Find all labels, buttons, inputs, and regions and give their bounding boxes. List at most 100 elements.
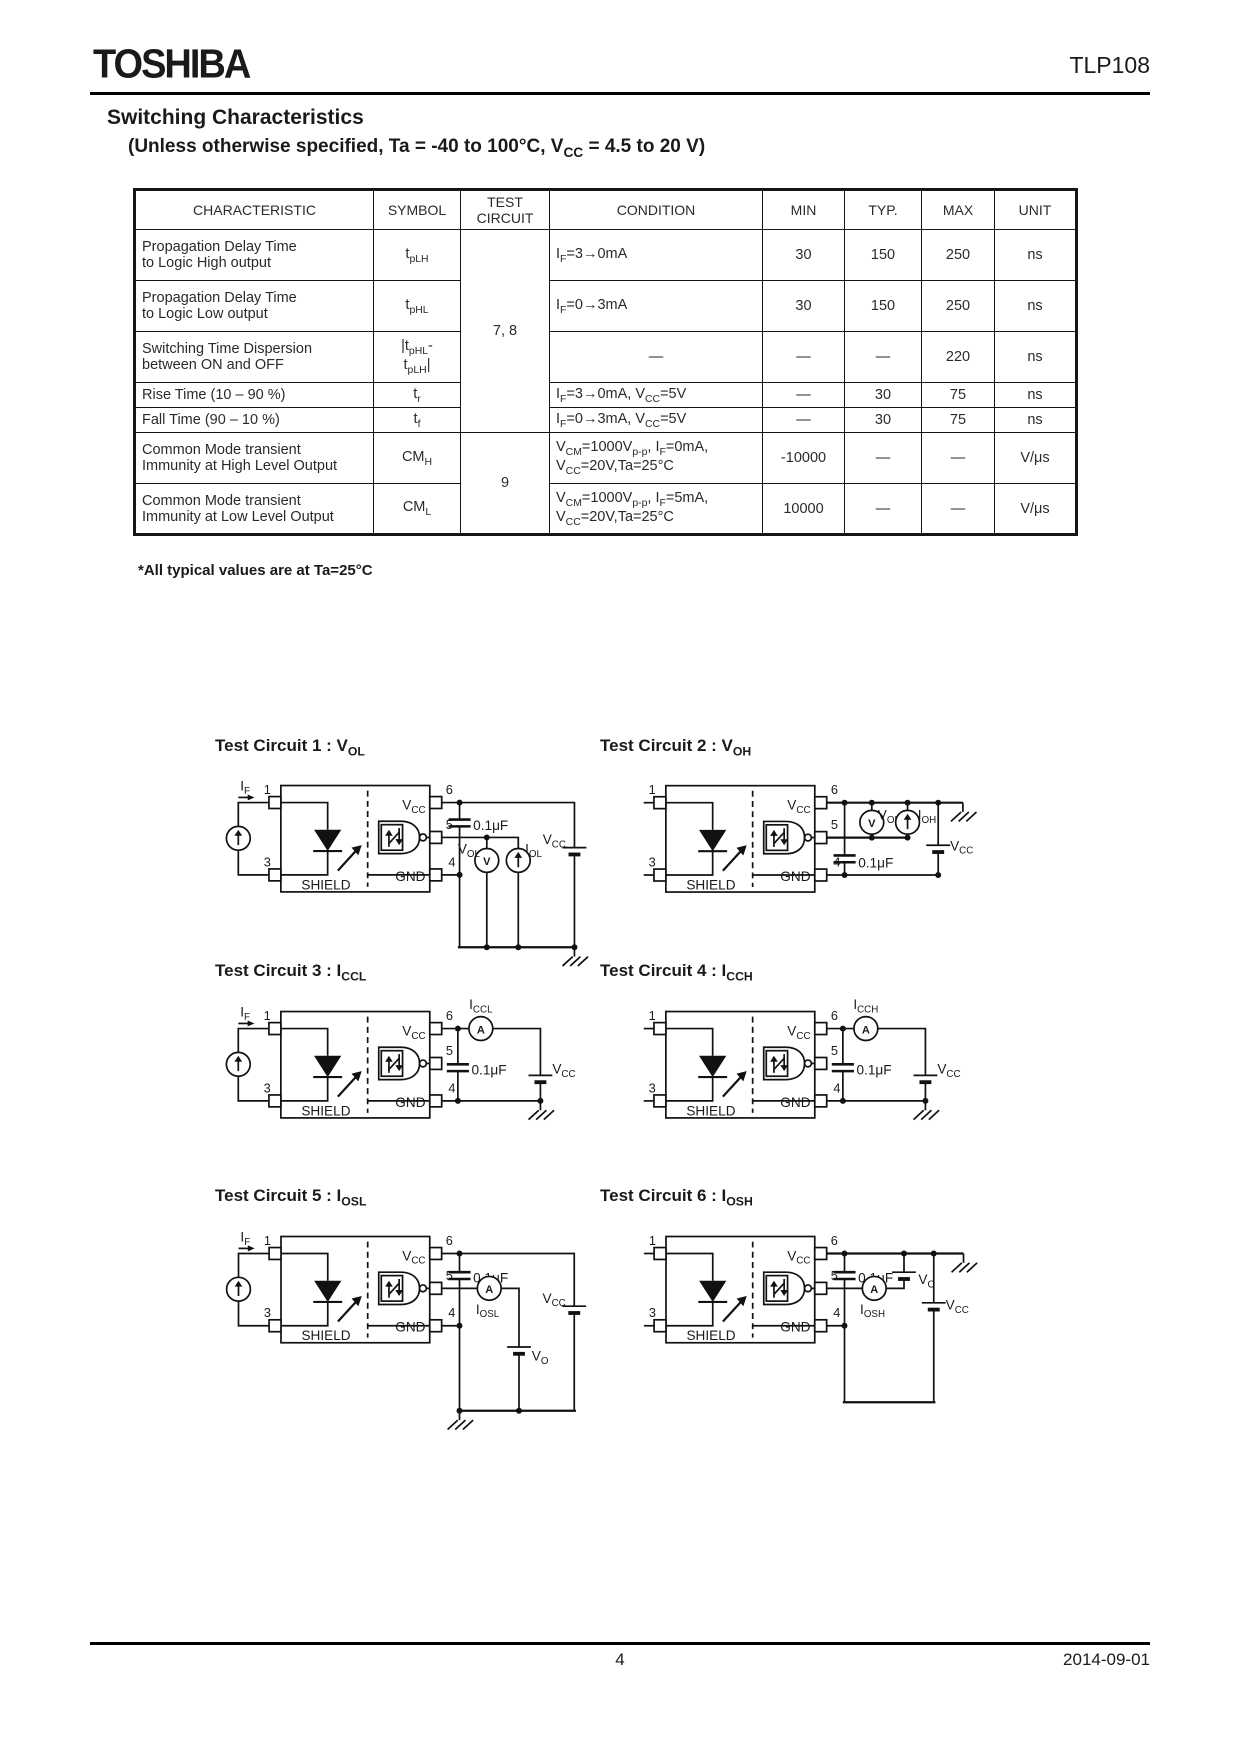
svg-text:VOL​: VOL​ — [458, 842, 481, 860]
table-cell: 220 — [921, 331, 995, 383]
table-cell: 30 — [762, 229, 845, 281]
table-cell: VCM=1000Vp-p, IF=0mA, VCC=20V,Ta=25°C — [549, 432, 763, 484]
table-cell: Propagation Delay Time to Logic High out… — [134, 229, 374, 281]
table-cell: — — [844, 432, 922, 484]
table-cell: ns — [994, 331, 1077, 383]
part-number: TLP108 — [1069, 52, 1150, 78]
table-cell: — — [921, 432, 995, 484]
svg-text:VCC​: VCC​ — [552, 1062, 575, 1080]
svg-text:IOSL​: IOSL​ — [476, 1302, 500, 1320]
table-cell: 75 — [921, 382, 995, 408]
circuit-2-diagram: VOH​ IOH​ 0.1μF VCC​ — [642, 781, 978, 894]
svg-text:0.1μF: 0.1μF — [471, 1063, 506, 1078]
table-cell: — — [762, 331, 845, 383]
table-cell: tpHL — [373, 280, 461, 332]
svg-text:IOSH​: IOSH​ — [860, 1302, 885, 1320]
table-cell: 250 — [921, 229, 995, 281]
table-cell: — — [844, 331, 922, 383]
section-heading: Switching Characteristics — [107, 106, 364, 129]
svg-text:VCC​: VCC​ — [937, 1062, 960, 1080]
svg-text:ICCL​: ICCL​ — [469, 997, 493, 1015]
circuit-6-diagram: 0.1μF IOSH​ VO​ VCC​ — [643, 1231, 978, 1404]
table-cell: ns — [994, 382, 1077, 408]
svg-text:0.1μF: 0.1μF — [856, 1063, 891, 1078]
section-conditions: (Unless otherwise specified, Ta = -40 to… — [128, 136, 706, 160]
svg-text:0.1μF: 0.1μF — [473, 818, 508, 833]
table-cell: VCM=1000Vp-p, IF=5mA, VCC=20V,Ta=25°C — [549, 483, 763, 535]
table-cell: Propagation Delay Time to Logic Low outp… — [134, 280, 374, 332]
table-cell: ns — [994, 229, 1077, 281]
svg-text:VCC​: VCC​ — [543, 832, 566, 850]
svg-text:0.1μF: 0.1μF — [858, 855, 893, 870]
table-cell: Switching Time Dispersion between ON and… — [134, 331, 374, 383]
circuit-3-diagram: ICCL​ VCC​ 0.1μF — [200, 997, 576, 1121]
circuit-4-diagram: ICCH​ VCC​ 0.1μF — [642, 997, 961, 1121]
table-cell: IF=3→0mA — [549, 229, 763, 281]
table-cell-test-circuit-group: 7, 8 — [460, 229, 550, 433]
svg-text:VCC​: VCC​ — [950, 838, 973, 856]
table-cell: V/μs — [994, 483, 1077, 535]
table-row: Common Mode transient Immunity at Low Le… — [134, 483, 1077, 535]
table-cell: IF=3→0mA, VCC=5V — [549, 382, 763, 408]
table-cell: — — [549, 331, 763, 383]
circuit-2-title: Test Circuit 2 : VOH — [600, 736, 752, 759]
circuit-4-title: Test Circuit 4 : ICCH — [600, 961, 753, 984]
table-cell: ns — [994, 280, 1077, 332]
table-cell: 30 — [844, 407, 922, 433]
svg-text:VO​: VO​ — [532, 1349, 549, 1367]
table-cell: CMH — [373, 432, 461, 484]
col-characteristic: CHARACTERISTIC — [134, 189, 374, 230]
col-max: MAX — [921, 189, 995, 230]
header-rule — [90, 92, 1150, 95]
col-unit: UNIT — [994, 189, 1077, 230]
table-cell: Fall Time (90 – 10 %) — [134, 407, 374, 433]
table-cell: CML — [373, 483, 461, 535]
footer-rule — [90, 1642, 1150, 1645]
table-cell: tpLH — [373, 229, 461, 281]
table-cell: Rise Time (10 – 90 %) — [134, 382, 374, 408]
circuit-3-title: Test Circuit 3 : ICCL — [215, 961, 367, 984]
table-cell: — — [762, 382, 845, 408]
svg-text:ICCH​: ICCH​ — [853, 997, 878, 1015]
circuit-5-title: Test Circuit 5 : IOSL — [215, 1186, 367, 1209]
table-cell: IF=0→3mA, VCC=5V — [549, 407, 763, 433]
table-cell: Common Mode transient Immunity at High L… — [134, 432, 374, 484]
col-typ: TYP. — [844, 189, 922, 230]
col-condition: CONDITION — [549, 189, 763, 230]
table-header-row: CHARACTERISTIC SYMBOL TEST CIRCUIT CONDI… — [134, 189, 1077, 230]
table-cell: -10000 — [762, 432, 845, 484]
switching-characteristics-table: CHARACTERISTIC SYMBOL TEST CIRCUIT CONDI… — [133, 188, 1078, 536]
circuit-1-diagram: VCC​ 0.1μF VOL​ IOL​ — [200, 760, 589, 967]
table-row: Common Mode transient Immunity at High L… — [134, 432, 1077, 535]
footer-date: 2014-09-01 — [1063, 1650, 1150, 1669]
table-cell: |tpHL- tpLH| — [373, 331, 461, 383]
table-cell-test-circuit-group: 9 — [460, 432, 550, 535]
circuit-5-diagram: VCC​ 0.1μF IOSL​ VO​ — [200, 1211, 589, 1431]
table-cell: 30 — [762, 280, 845, 332]
table-cell: 30 — [844, 382, 922, 408]
table-row: Rise Time (10 – 90 %) tr IF=3→0mA, VCC=5… — [134, 382, 1077, 408]
circuit-1-title: Test Circuit 1 : VOL — [215, 736, 365, 759]
table-cell: tr — [373, 382, 461, 408]
table-cell: ns — [994, 407, 1077, 433]
typical-values-footnote: *All typical values are at Ta=25°C — [138, 562, 373, 579]
footer-page-number: 4 — [615, 1650, 625, 1669]
svg-text:VCC​: VCC​ — [543, 1291, 566, 1309]
table-row: Propagation Delay Time to Logic Low outp… — [134, 280, 1077, 332]
svg-text:IOH​: IOH​ — [918, 808, 936, 826]
table-cell: 75 — [921, 407, 995, 433]
table-cell: — — [844, 483, 922, 535]
table-cell: tf — [373, 407, 461, 433]
col-min: MIN — [762, 189, 845, 230]
table-cell: 150 — [844, 280, 922, 332]
table-cell: Common Mode transient Immunity at Low Le… — [134, 483, 374, 535]
table-cell: 150 — [844, 229, 922, 281]
table-row: Propagation Delay Time to Logic High out… — [134, 229, 1077, 433]
table-cell: 250 — [921, 280, 995, 332]
table-cell: IF=0→3mA — [549, 280, 763, 332]
svg-text:VCC​: VCC​ — [946, 1298, 969, 1316]
table-cell: — — [762, 407, 845, 433]
toshiba-logo: TOSHIBA — [93, 42, 251, 88]
table-row: Fall Time (90 – 10 %) tf IF=0→3mA, VCC=5… — [134, 407, 1077, 433]
